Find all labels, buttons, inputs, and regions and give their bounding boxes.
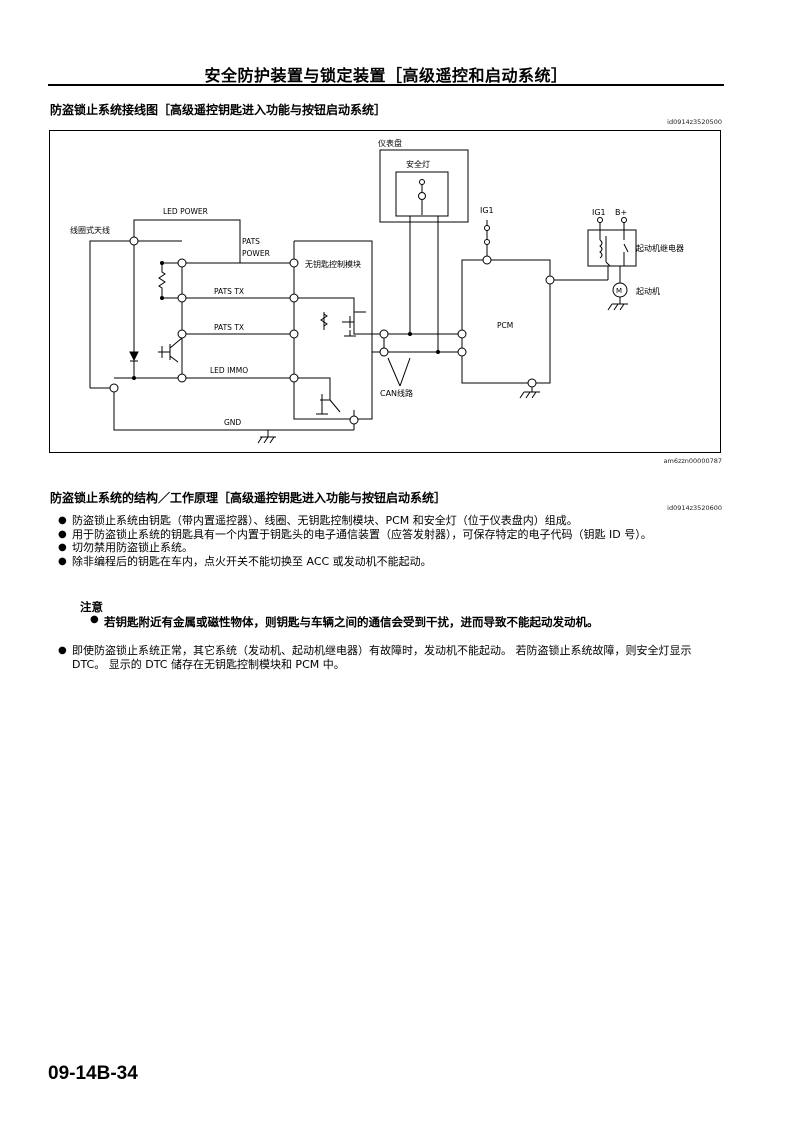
list-item: ●除非编程后的钥匙在车内，点火开关不能切换至 ACC 或发动机不能起动。 bbox=[58, 554, 432, 568]
caution-item: ●若钥匙附近有金属或磁性物体，则钥匙与车辆之间的通信会受到干扰，进而导致不能起动… bbox=[90, 614, 599, 629]
page-number: 09-14B-34 bbox=[48, 1063, 138, 1084]
security-light-label: 安全灯 bbox=[406, 159, 430, 169]
pats-power-label-1: PATS bbox=[242, 237, 260, 246]
caution-label: 注意 bbox=[80, 600, 103, 614]
starter-relay-box bbox=[587, 229, 637, 267]
ig1-label: IG1 bbox=[480, 206, 494, 215]
title-rule bbox=[48, 84, 724, 86]
wiring-diagram-frame bbox=[49, 130, 721, 453]
pats-tx-label-2: PATS TX bbox=[214, 323, 244, 332]
bullet-list: ●防盗锁止系统由钥匙（带内置遥控器）、线圈、无钥匙控制模块、PCM 和安全灯（位… bbox=[56, 514, 724, 568]
keyless-module-label: 无钥匙控制模块 bbox=[305, 259, 361, 269]
list-item: ●即使防盗锁止系统正常，其它系统（发动机、起动机继电器）有故障时，发动机不能起动… bbox=[58, 644, 692, 671]
pats-tx-label-1: PATS TX bbox=[214, 287, 244, 296]
instrument-cluster-box bbox=[379, 149, 469, 223]
figure-id: am6zzn00000787 bbox=[663, 457, 722, 465]
list-item: ●用于防盗锁止系统的钥匙具有一个内置于钥匙头的电子通信装置（应答发射器），可保存… bbox=[58, 527, 652, 541]
wiring-diagram: 仪表盘 安全灯 IG1 IG1 B+ 起动机继电器 起动机 M 线圈式天线 LE… bbox=[70, 138, 684, 444]
wiring-diagram-title: 防盗锁止系统接线图［高级遥控钥匙进入功能与按钮启动系统］ bbox=[50, 103, 387, 117]
list-item: ●切勿禁用防盗锁止系统。 bbox=[58, 541, 193, 554]
pats-power-label-2: POWER bbox=[242, 249, 270, 258]
list-item: ●防盗锁止系统由钥匙（带内置遥控器）、线圈、无钥匙控制模块、PCM 和安全灯（位… bbox=[58, 514, 578, 527]
relay-ig1-label: IG1 bbox=[592, 208, 606, 217]
pcm-box bbox=[461, 259, 551, 384]
coil-antenna-label: 线圈式天线 bbox=[70, 225, 110, 235]
keyless-module-box bbox=[293, 240, 373, 420]
instrument-cluster-label: 仪表盘 bbox=[378, 138, 402, 148]
can-line-label: CAN线路 bbox=[380, 388, 413, 398]
motor-symbol-label: M bbox=[616, 287, 622, 295]
led-power-label: LED POWER bbox=[163, 207, 208, 216]
gnd-label: GND bbox=[224, 418, 241, 427]
security-light-bulb-icon bbox=[418, 192, 426, 200]
pcm-label: PCM bbox=[497, 321, 513, 330]
b-plus-label: B+ bbox=[615, 208, 627, 217]
bullet-list-2: ●即使防盗锁止系统正常，其它系统（发动机、起动机继电器）有故障时，发动机不能起动… bbox=[56, 644, 724, 671]
wiring-diagram-ref: id0914z3520500 bbox=[667, 118, 722, 126]
structure-section-ref: id0914z3520600 bbox=[667, 504, 722, 512]
starter-relay-label: 起动机继电器 bbox=[636, 243, 684, 253]
coil-antenna-box bbox=[89, 240, 182, 388]
led-immo-label: LED IMMO bbox=[210, 366, 248, 375]
security-light-box bbox=[395, 171, 449, 217]
structure-section-title: 防盗锁止系统的结构／工作原理［高级遥控钥匙进入功能与按钮启动系统］ bbox=[50, 491, 447, 505]
starter-label: 起动机 bbox=[636, 286, 660, 296]
page-title: 安全防护装置与锁定装置［高级遥控和启动系统］ bbox=[204, 66, 568, 85]
